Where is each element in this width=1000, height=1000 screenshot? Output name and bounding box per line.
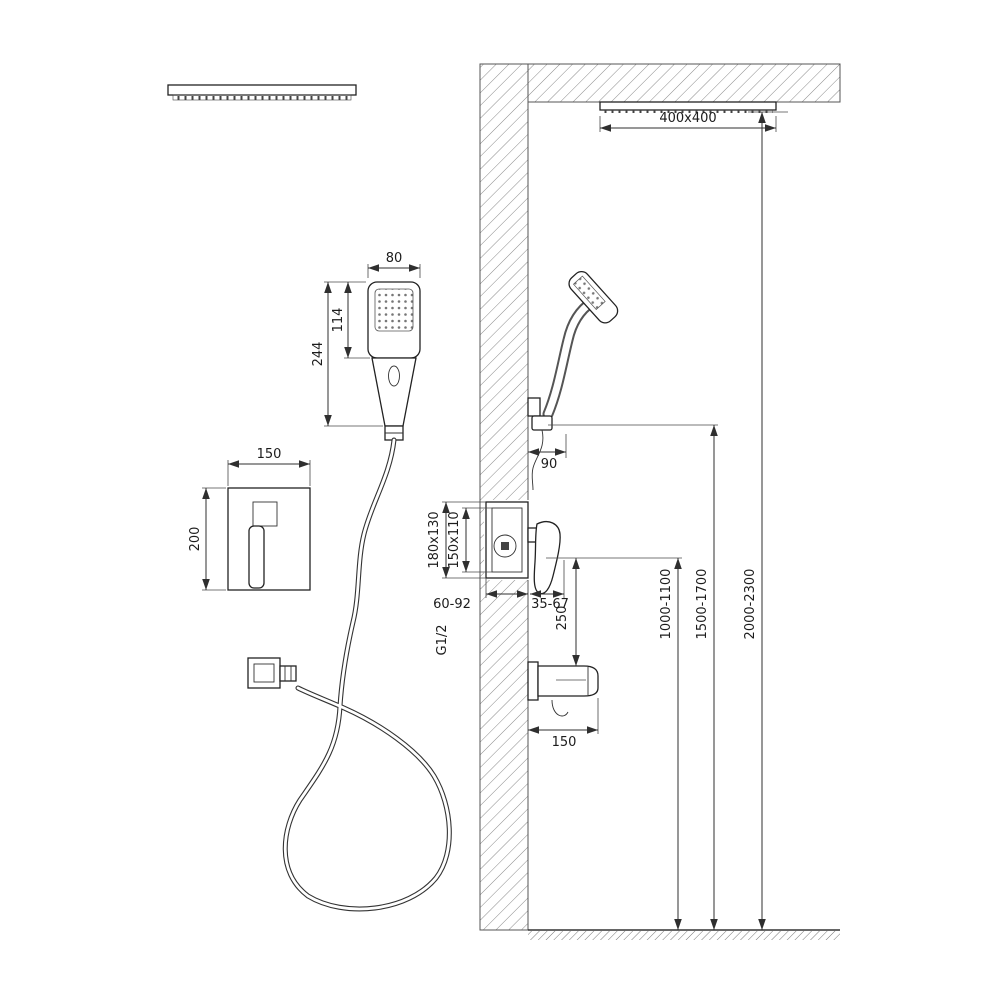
wall-elbow-connector [247,657,297,689]
label-thread-size: G1/2 [435,625,450,656]
holder-fitting [531,415,553,431]
label-plate-width: 150 [257,447,282,462]
concealed-valve-box [484,500,561,595]
dim-mixer-height: 1000-1100 [659,558,682,930]
elbow-flange [247,657,281,689]
shower-hose [282,437,452,912]
rain-shower-head-installed [599,101,777,114]
mixer-lever [248,525,265,589]
dim-head-height: 2000-2300 [743,111,788,930]
hand-shower-button [388,365,400,387]
label-box-outer: 180x130 [427,511,442,568]
dim-holder-offset: 90 [528,434,567,472]
dim-plate-width: 150 [227,447,311,486]
label-spout-drop: 250 [555,606,570,631]
label-hand-width: 80 [386,251,403,266]
bath-spout [527,661,599,717]
rain-head-slab [599,101,777,111]
label-hand-total-length: 244 [311,342,326,367]
dim-plate-height: 200 [188,487,226,591]
dim-hand-width: 80 [367,251,421,278]
label-handle-protrusion: 35-67 [531,597,569,612]
hand-shower-spray-face [374,288,414,332]
mixer-plate [227,487,311,591]
valve-box-inner [491,507,523,573]
dim-box-depth: 60-92 [433,578,528,612]
label-spout-length: 150 [552,735,577,750]
valve-cartridge-stem [501,542,509,550]
dim-handle-protrusion: 35-67 [530,560,569,612]
dim-hand-total-length: 244 [311,282,383,427]
hand-shower-head-side [568,270,619,324]
elbow-nut [279,665,297,682]
rain-shower-head-side-view [167,84,357,101]
rain-head-nozzles [603,110,773,114]
spout-body [537,665,599,697]
label-head-height: 2000-2300 [743,569,758,640]
dim-box-outer: 180x130 [427,501,486,579]
dim-box-inner: 150x110 [447,507,492,573]
dim-hand-head-length: 114 [324,281,370,359]
wall-hatch [479,63,529,931]
hand-shower-detail [367,281,421,441]
label-holder-offset: 90 [541,457,558,472]
hand-shower-installed [527,270,619,491]
dim-spout-length: 150 [528,698,599,750]
label-box-inner: 150x110 [447,511,462,568]
label-box-depth: 60-92 [433,597,471,612]
dim-400x400: 400x400 [599,111,777,132]
wall-holder [527,397,541,417]
spout-hose-curl [551,699,569,717]
label-mixer-height: 1000-1100 [659,569,674,640]
ceiling-hatch [527,63,841,103]
label-head-plan: 400x400 [659,111,716,126]
dim-spout-drop: 250 [555,558,586,681]
label-hand-head-length: 114 [331,308,346,333]
rain-head-nozzles [172,94,352,101]
elbow-inner [253,663,275,683]
floor-hatch [528,931,840,940]
dim-holder-height: 1500-1700 [695,425,718,930]
wall-section-hatch [479,63,841,940]
holder-hose-drop [531,429,544,491]
rain-head-plate [167,84,357,96]
spout-flange [527,661,539,701]
label-thread: G1/2 [435,625,450,656]
mixer-diverter-button [252,501,278,527]
mixer-plate-detail [227,487,311,591]
label-plate-height: 200 [188,527,203,552]
valve-cartridge-dial [493,534,517,558]
label-holder-height: 1500-1700 [695,569,710,640]
valve-box-outer [485,501,529,579]
hand-shower-handle [371,357,417,427]
